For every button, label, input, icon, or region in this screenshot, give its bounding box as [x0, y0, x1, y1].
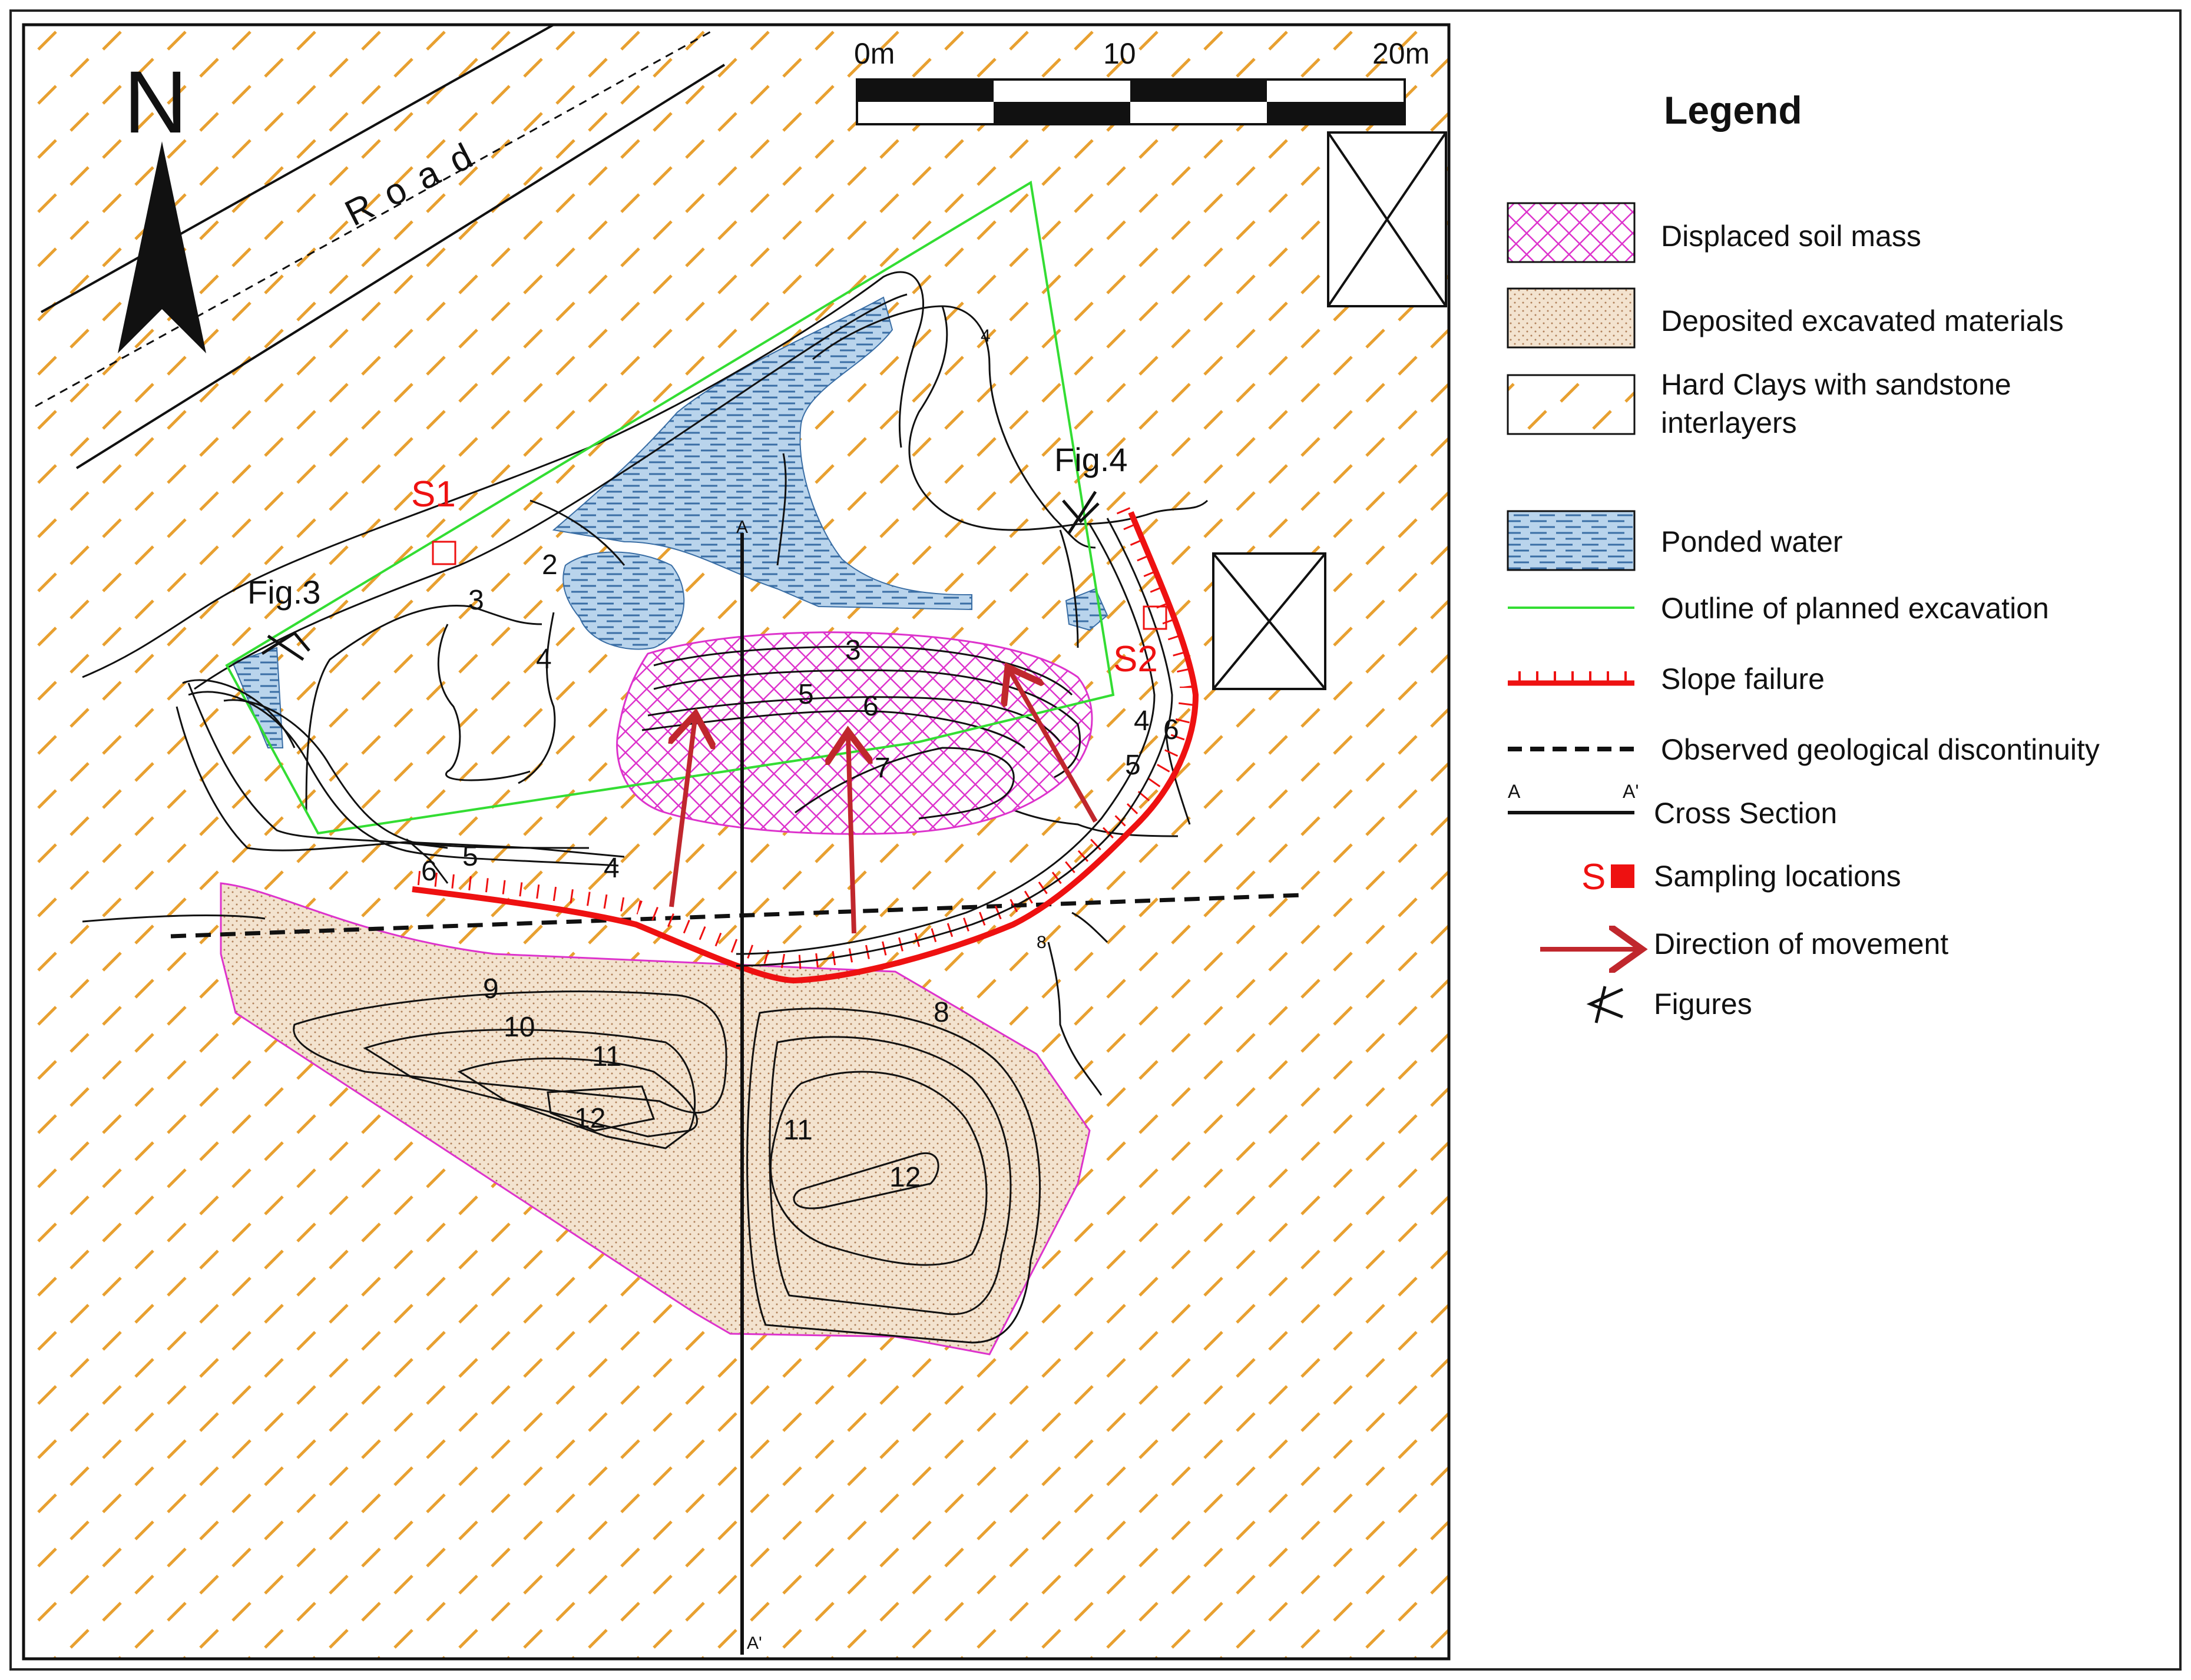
scale-label-20: 20m [1372, 37, 1429, 70]
legend-label-hard-clay-line1: Hard Clays with sandstone [1661, 368, 2011, 401]
legend-label-cross: Cross Section [1654, 797, 1837, 830]
contour-lines [82, 271, 1209, 1096]
contour-label-3-left: 3 [468, 585, 484, 616]
contour-label-2-left: 2 [542, 549, 558, 581]
movement-arrow-3 [1010, 671, 1098, 823]
legend-label-slope: Slope failure [1661, 662, 1825, 695]
contour-label-4-top: 4 [981, 326, 991, 346]
legend-item-ponded: Ponded water [1507, 510, 1843, 571]
sampling-points: S1 S2 [411, 474, 1167, 680]
legend-symbol-cross-end: A' [1623, 781, 1639, 802]
legend-label-displaced: Displaced soil mass [1661, 220, 1921, 253]
sample-s1-marker [432, 541, 456, 565]
contour-label-5-mass: 5 [798, 679, 814, 710]
contour-label-4-left: 4 [536, 644, 552, 675]
cross-section-a-a: A A' [736, 518, 762, 1655]
contour-label-8-small: 8 [1037, 933, 1047, 952]
legend-label-deposited: Deposited excavated materials [1661, 304, 2064, 337]
slope-failure-scarp [182, 506, 1199, 984]
north-label: N [124, 52, 187, 151]
planned-excavation-outline [225, 180, 1115, 835]
building-icon [1212, 552, 1326, 690]
north-arrow-icon: N [118, 52, 206, 353]
legend-item-hard-clay: Hard Clays with sandstone interlayers [1507, 368, 2011, 439]
contour-label-9: 9 [483, 973, 499, 1005]
legend-item-movement: Direction of movement [1540, 927, 1948, 960]
contour-label-7-mass: 7 [875, 753, 891, 784]
contour-label-4-right: 4 [1134, 705, 1150, 737]
map-border [22, 23, 1451, 1661]
legend-symbol-sampling-letter: S [1581, 857, 1606, 897]
legend-item-deposited: Deposited excavated materials [1507, 287, 2064, 349]
map-panel: Road 9 10 11 12 11 12 8 [22, 23, 1451, 1661]
displaced-soil-mass: 3 5 6 7 [616, 631, 1093, 835]
ponded-water [231, 296, 1108, 748]
section-start-label: A [736, 518, 748, 537]
legend-swatch-displaced [1507, 202, 1636, 263]
building-icon [1327, 131, 1447, 307]
legend-item-slope: Slope failure [1508, 662, 1825, 695]
sample-s1-label: S1 [411, 474, 456, 515]
legend-label-hard-clay-line2: interlayers [1661, 406, 1797, 439]
legend-label-outline: Outline of planned excavation [1661, 592, 2049, 625]
contour-label-4-bottom: 4 [604, 853, 620, 884]
deposited-excavated-materials: 9 10 11 12 11 12 8 [220, 882, 1091, 1356]
legend-swatch-ponded [1507, 510, 1636, 571]
scale-bar: 0m 10 20m [854, 37, 1429, 125]
movement-arrow-2 [848, 736, 854, 934]
legend-label-movement: Direction of movement [1654, 927, 1948, 960]
contour-label-10: 10 [504, 1012, 535, 1043]
contour-label-11-left: 11 [592, 1041, 621, 1072]
geological-discontinuity [170, 893, 1302, 939]
legend-item-figures: Figures [1586, 986, 1752, 1023]
scale-label-10: 10 [1103, 37, 1136, 70]
legend-item-displaced: Displaced soil mass [1507, 202, 1921, 263]
legend-item-discontinuity: Observed geological discontinuity [1508, 733, 2100, 766]
legend-item-sampling: S Sampling locations [1581, 857, 1901, 897]
contour-label-12-left: 12 [574, 1103, 605, 1134]
contour-label-6-bottom: 6 [421, 856, 437, 887]
map-background-hard-clay [24, 25, 1449, 1659]
legend-symbol-sampling-square [1611, 864, 1634, 888]
scale-label-0: 0m [854, 37, 895, 70]
legend-swatch-hard-clay [1507, 374, 1636, 435]
contour-label-11-right: 11 [783, 1115, 813, 1146]
contour-label-8-deposit: 8 [934, 997, 949, 1028]
legend-title: Legend [1664, 88, 1802, 132]
contour-label-6-mass: 6 [863, 691, 879, 722]
contour-label-12-right: 12 [889, 1162, 921, 1193]
legend-label-sampling: Sampling locations [1654, 860, 1901, 893]
legend-label-figures: Figures [1654, 988, 1752, 1020]
legend-label-discontinuity: Observed geological discontinuity [1661, 733, 2100, 766]
legend-symbol-slope-ticks [1518, 671, 1627, 683]
movement-arrows [671, 671, 1098, 934]
sample-s2-marker [1143, 605, 1167, 630]
sample-s2-label: S2 [1113, 639, 1158, 680]
section-end-label: A' [747, 1633, 762, 1653]
legend-item-outline: Outline of planned excavation [1508, 592, 2049, 625]
eye-symbol-icon [261, 631, 310, 661]
legend-symbol-cross-start: A [1508, 781, 1521, 802]
legend-label-ponded: Ponded water [1661, 525, 1843, 558]
eye-symbol-icon [1586, 986, 1624, 1023]
fig4-label: Fig.4 [1054, 441, 1128, 478]
fig3-label: Fig.3 [247, 574, 321, 611]
legend-panel: Legend Displaced soil mass Deposited exc… [1507, 88, 2100, 1023]
contour-label-5-bottom: 5 [462, 841, 478, 872]
contour-label-3-mass: 3 [845, 635, 861, 666]
legend-swatch-deposited [1507, 287, 1636, 349]
figure-viewpoints: Fig.3 Fig.4 [247, 441, 1128, 661]
legend-item-cross: A A' Cross Section [1508, 781, 1837, 830]
contour-label-6-right: 6 [1163, 714, 1179, 745]
movement-arrow-1 [671, 718, 695, 907]
contour-labels: 3 2 4 4 4 6 5 6 5 4 8 [421, 326, 1179, 952]
eye-symbol-icon [1062, 491, 1100, 534]
contour-label-5-right: 5 [1125, 750, 1141, 781]
